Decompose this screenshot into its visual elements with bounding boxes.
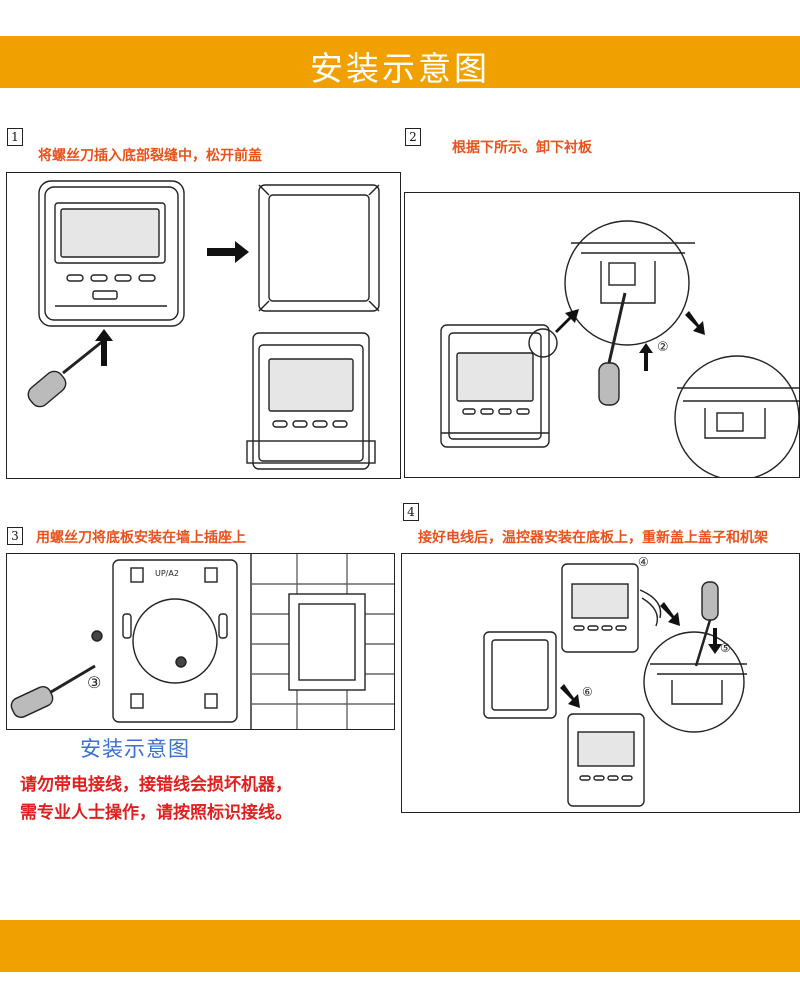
latch-detail-image — [674, 355, 799, 477]
arrow-up-icon — [639, 343, 653, 371]
step-1-panel — [6, 172, 401, 479]
arrow-down-right-icon — [685, 311, 705, 335]
step-4-mark-c: ⑥ — [582, 685, 593, 699]
screw-icon — [175, 656, 187, 668]
step-1-number: 1 — [7, 128, 23, 146]
plate-text: UP/A2 — [155, 569, 179, 578]
latch-detail-image — [564, 220, 695, 346]
wall-socket-image — [251, 554, 394, 729]
step-4-mark-a: ④ — [638, 555, 649, 569]
screwdriver-image — [27, 339, 104, 408]
assembled-thermostat-image — [567, 713, 645, 807]
arrow-right-icon — [207, 241, 249, 263]
screwdriver-image — [10, 664, 96, 719]
top-banner: 安装示意图 — [0, 36, 800, 88]
thermostat-body-image — [246, 332, 376, 470]
step-3-panel: ③ UP/A2 — [6, 553, 395, 730]
arrow-up-right-icon — [555, 309, 579, 333]
warning-line-1: 请勿带电接线，接错线会损坏机器， — [20, 775, 292, 795]
front-cover-image — [483, 631, 557, 719]
thermostat-body-image — [440, 324, 550, 448]
arrow-down-right-icon — [560, 684, 580, 708]
base-plate-image — [112, 559, 238, 723]
screwdriver-image — [694, 581, 719, 667]
warning-line-2: 需专业人士操作，请按照标识接线。 — [20, 803, 292, 823]
step-2-caption: 根据下所示。卸下衬板 — [452, 140, 592, 156]
step-3-number: 3 — [7, 527, 23, 545]
step-3-mark: ③ — [87, 673, 101, 692]
thermostat-body-image — [561, 563, 639, 653]
latch-detail-image — [643, 631, 747, 733]
step-4-caption: 接好电线后，温控器安装在底板上，重新盖上盖子和机架 — [418, 530, 768, 546]
step-4-number: 4 — [403, 503, 419, 521]
page-title: 安装示意图 — [310, 49, 490, 88]
front-cover-image — [258, 184, 380, 312]
step-3-caption: 用螺丝刀将底板安装在墙上插座上 — [36, 530, 246, 546]
screw-icon — [91, 630, 103, 642]
arrow-up-icon — [95, 329, 113, 366]
wires-image — [639, 589, 662, 627]
step-2-panel: ② — [404, 192, 800, 478]
step-4-panel: ④ ⑤ ⑥ — [401, 553, 800, 813]
arrow-down-icon — [708, 628, 722, 654]
diagram-label: 安装示意图 — [80, 737, 190, 761]
screwdriver-image — [598, 292, 627, 406]
step-4-mark-b: ⑤ — [720, 641, 731, 655]
thermostat-front-image — [38, 180, 185, 327]
zoom-circle — [528, 328, 558, 358]
step-1-caption: 将螺丝刀插入底部裂缝中，松开前盖 — [38, 148, 262, 164]
step-2-mark: ② — [657, 340, 669, 355]
arrow-down-right-icon — [660, 602, 680, 626]
bottom-banner — [0, 920, 800, 972]
step-2-number: 2 — [405, 128, 421, 146]
